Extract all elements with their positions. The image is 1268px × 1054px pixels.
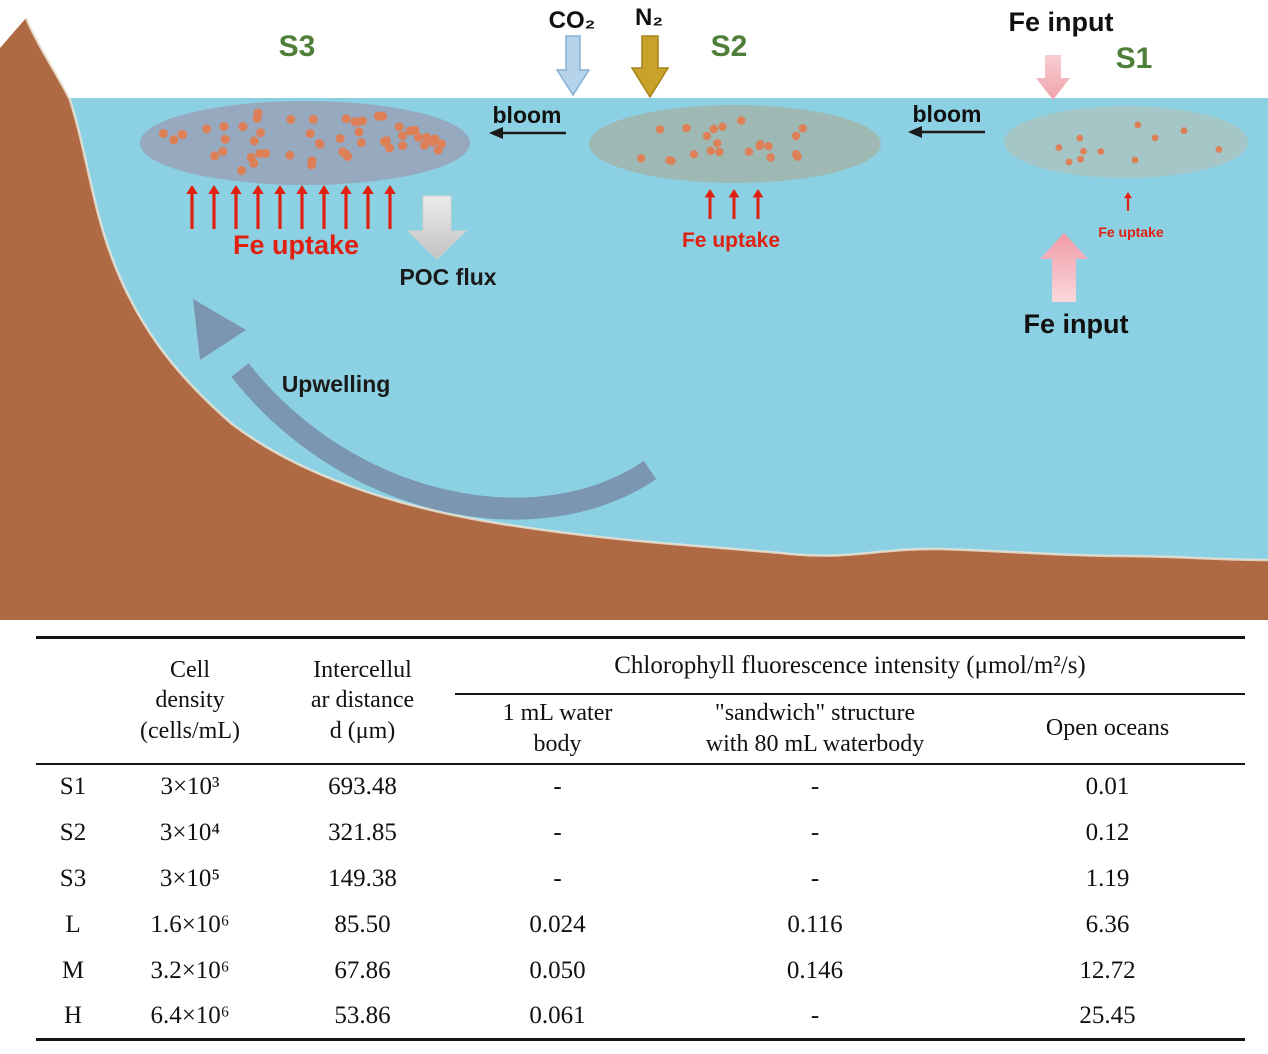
n2-label: N₂: [635, 4, 663, 31]
row-label: H: [63, 1001, 83, 1029]
cell-density-value: 3×10³: [160, 773, 220, 800]
intercellular-distance-value: 67.86: [334, 956, 391, 984]
fe-input-right-label: Fe input: [1024, 309, 1129, 339]
fe-uptake-s1-label: Fe uptake: [1098, 224, 1164, 240]
row-label: S2: [59, 818, 87, 846]
open-oceans-value: 1.19: [1085, 864, 1130, 892]
sandwich-value: 0.146: [786, 956, 844, 984]
intercellular-distance-value: 321.85: [328, 818, 397, 846]
one-ml-value: 0.050: [529, 956, 586, 984]
intercellular-distance-value: 149.38: [328, 864, 397, 892]
col-header-1ml-water-body: 1 mL water body: [455, 693, 660, 765]
one-ml-value: -: [553, 773, 562, 800]
col-header-open-oceans: Open oceans: [970, 693, 1246, 765]
open-oceans-value: 0.12: [1085, 818, 1130, 846]
open-oceans-value: 12.72: [1079, 956, 1136, 984]
upwelling-label: Upwelling: [282, 371, 391, 397]
ocean-iron-bloom-diagram: S3 CO₂ N₂ S2 Fe input S1 bloom bloom Fe …: [0, 4, 1268, 620]
co2-label: CO₂: [549, 7, 596, 34]
corner-cell: [36, 637, 110, 765]
coastline-edge: [24, 17, 1268, 562]
open-oceans-value: 6.36: [1085, 910, 1130, 938]
fe-input-down-arrow: [1036, 55, 1070, 100]
sandwich-value: 0.116: [787, 910, 843, 938]
col-header-cell-density: Cell density (cells/mL): [110, 637, 270, 765]
col-header-sandwich-structure: "sandwich" structure with 80 mL waterbod…: [660, 693, 970, 765]
table-row-s2: S2 3×10⁴ 321.85 - - 0.12: [36, 810, 1245, 856]
cell-density-value: 3.2×10⁶: [150, 956, 230, 984]
col-group-chlorophyll-fluorescence: Chlorophyll fluorescence intensity (μmol…: [455, 637, 1246, 695]
fe-uptake-arrows-s1: [1124, 192, 1132, 211]
bloom-patch-s3: [140, 101, 470, 185]
fe-input-top-label: Fe input: [1009, 7, 1114, 37]
open-oceans-value: 0.01: [1085, 773, 1130, 800]
cell-density-value: 6.4×10⁶: [150, 1001, 230, 1029]
sandwich-value: -: [810, 773, 820, 800]
col-header-intercellular-distance: Intercellul ar distance d (μm): [270, 637, 455, 765]
data-table-section: Cell density (cells/mL) Intercellul ar d…: [36, 636, 1246, 1041]
intercellular-distance-value: 693.48: [328, 773, 397, 800]
stage-s1-label: S1: [1116, 42, 1153, 75]
fe-uptake-arrows-s3: [186, 185, 396, 229]
stage-s3-label: S3: [279, 30, 316, 63]
one-ml-value: -: [553, 818, 562, 846]
row-label: S3: [59, 864, 87, 892]
row-label: M: [61, 956, 85, 984]
sandwich-value: -: [810, 818, 820, 846]
cell-density-value: 3×10⁵: [159, 864, 221, 892]
cell-density-value: 1.6×10⁶: [150, 910, 230, 938]
one-ml-value: 0.024: [529, 910, 586, 938]
sandwich-value: -: [810, 864, 820, 892]
open-oceans-value: 25.45: [1079, 1001, 1136, 1029]
row-label: S1: [59, 773, 87, 800]
upwelling-arrow: [193, 299, 657, 520]
intercellular-distance-value: 85.50: [334, 910, 391, 938]
n2-down-arrow: [630, 35, 670, 99]
bloom-left-label: bloom: [493, 102, 562, 128]
bloom-arrow-left: [489, 127, 566, 139]
sandwich-value: -: [810, 1001, 820, 1029]
table-row-h: H 6.4×10⁶ 53.86 0.061 - 25.45: [36, 994, 1245, 1040]
co2-down-arrow: [555, 35, 591, 97]
bloom-right-label: bloom: [913, 101, 982, 127]
fe-input-up-arrow: [1040, 233, 1088, 302]
table-row-s1: S1 3×10³ 693.48 - - 0.01: [36, 764, 1245, 810]
poc-flux-label: POC flux: [399, 264, 496, 290]
bloom-patch-s2: [589, 105, 881, 183]
bloom-patch-s1: [1004, 106, 1248, 178]
bloom-arrow-right: [908, 126, 985, 138]
land-seafloor: [0, 18, 1268, 620]
one-ml-value: -: [553, 864, 562, 892]
fe-uptake-arrows-s2: [704, 189, 764, 219]
fe-uptake-s3-label: Fe uptake: [233, 230, 359, 260]
row-label: L: [65, 910, 81, 938]
table-row-s3: S3 3×10⁵ 149.38 - - 1.19: [36, 856, 1245, 902]
stage-s2-label: S2: [711, 30, 748, 63]
intercellular-distance-value: 53.86: [334, 1001, 391, 1029]
cell-density-value: 3×10⁴: [159, 818, 221, 846]
results-table: Cell density (cells/mL) Intercellul ar d…: [36, 636, 1246, 1041]
poc-flux-arrow: [406, 195, 468, 260]
table-row-m: M 3.2×10⁶ 67.86 0.050 0.146 12.72: [36, 948, 1245, 994]
one-ml-value: 0.061: [529, 1001, 586, 1029]
table-row-l: L 1.6×10⁶ 85.50 0.024 0.116 6.36: [36, 902, 1245, 948]
fe-uptake-s2-label: Fe uptake: [682, 229, 780, 252]
